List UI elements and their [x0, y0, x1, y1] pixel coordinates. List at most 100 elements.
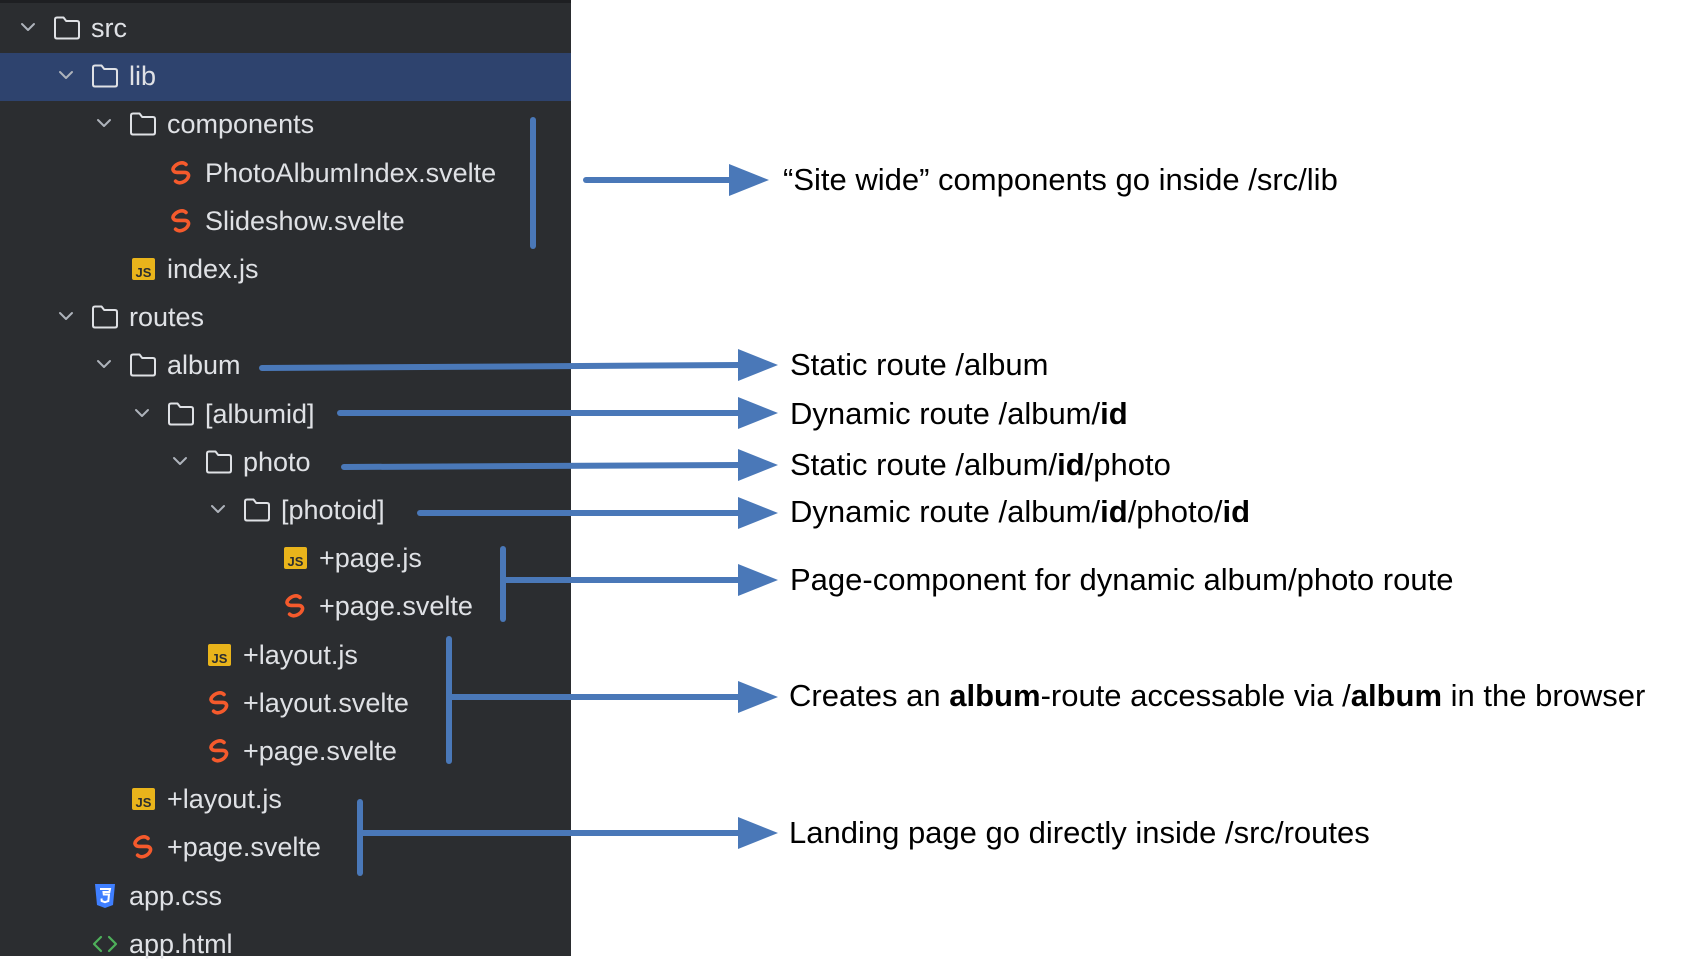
tree-row-routes[interactable]: routes: [0, 294, 571, 342]
annotation-label-6: Page-component for dynamic album/photo r…: [790, 562, 1453, 598]
tree-item-label: +layout.js: [167, 784, 282, 815]
annotation-arrow-4: [341, 449, 778, 481]
tree-row-src[interactable]: src: [0, 5, 571, 53]
annotation-text-part: -route accessable via /: [1040, 678, 1351, 713]
chevron-down-icon[interactable]: [172, 453, 188, 469]
tree-row-photoid[interactable]: [photoid]: [0, 487, 571, 535]
tree-row-layout-svelte[interactable]: +layout.svelte: [0, 680, 571, 728]
tree-item-label: photo: [243, 446, 311, 477]
tree-item-label: Slideshow.svelte: [205, 205, 405, 236]
html-file-icon: [91, 931, 119, 957]
group-bracket-2: [500, 546, 506, 622]
annotation-text-part: id: [1057, 447, 1085, 482]
annotation-arrow-7: [446, 681, 778, 713]
annotation-arrow-6: [500, 564, 778, 596]
svelte-icon: [205, 690, 233, 716]
js-file-icon: JS: [129, 786, 157, 812]
tree-item-label: index.js: [167, 254, 259, 284]
annotation-text-part: Creates an: [789, 678, 950, 713]
annotation-label-2: Static route /album: [790, 347, 1048, 383]
tree-item-label: app.css: [129, 880, 223, 911]
folder-icon: [243, 497, 271, 523]
annotation-label-4: Static route /album/id/photo: [790, 447, 1171, 483]
annotation-arrow-3: [337, 397, 778, 429]
tree-item-label: [albumid]: [205, 398, 315, 429]
annotation-text-part: /photo: [1084, 447, 1171, 482]
folder-icon: [205, 449, 233, 475]
tree-item-label: +page.svelte: [243, 736, 397, 766]
svg-text:JS: JS: [136, 795, 152, 810]
svg-text:JS: JS: [212, 651, 228, 666]
tree-row-lib[interactable]: lib: [0, 53, 571, 102]
annotation-text-part: album: [949, 678, 1041, 713]
annotation-text-part: album: [1350, 678, 1443, 713]
svelte-icon: [281, 593, 309, 619]
chevron-down-icon[interactable]: [20, 19, 36, 35]
chevron-down-icon[interactable]: [58, 67, 74, 83]
tree-item-label: album: [167, 350, 241, 381]
annotation-text-part: Static route /album/: [790, 447, 1058, 482]
chevron-down-icon[interactable]: [58, 308, 74, 324]
chevron-down-icon[interactable]: [210, 501, 226, 517]
tree-row-app-css[interactable]: app.css: [0, 873, 571, 921]
tree-item-label: PhotoAlbumIndex.svelte: [205, 157, 497, 188]
annotation-label-7: Creates an album-route accessable via /a…: [789, 678, 1645, 714]
tree-row-layout-js[interactable]: JS +layout.js: [0, 776, 571, 824]
svelte-icon: [167, 208, 195, 234]
folder-icon: [91, 304, 119, 330]
js-file-icon: JS: [129, 256, 157, 282]
svg-text:JS: JS: [288, 554, 304, 569]
tree-item-label: lib: [129, 61, 157, 92]
annotation-text-part: /photo/: [1127, 494, 1223, 529]
annotation-label-5: Dynamic route /album/id/photo/id: [790, 494, 1250, 530]
tree-row-page-svelte[interactable]: +page.svelte: [0, 728, 571, 776]
annotation-arrow-8: [357, 817, 778, 849]
annotation-text-part: Static route /album: [790, 347, 1049, 382]
tree-row-page-js[interactable]: JS +page.js: [0, 535, 571, 583]
panel-top-border: [0, 0, 571, 3]
folder-icon: [53, 15, 81, 41]
annotation-text-part: Dynamic route /album/: [790, 396, 1101, 431]
annotation-label-8: Landing page go directly inside /src/rou…: [789, 815, 1370, 851]
annotation-text-part: id: [1100, 396, 1128, 431]
annotation-arrow-5: [417, 497, 778, 529]
annotation-label-3: Dynamic route /album/id: [790, 396, 1128, 432]
tree-row-slideshow-svelte[interactable]: Slideshow.svelte: [0, 198, 571, 246]
annotation-text-part: Landing page go directly inside /src/rou…: [789, 815, 1370, 850]
tree-row-album[interactable]: album: [0, 342, 571, 390]
svelte-icon: [167, 160, 195, 186]
css-file-icon: [91, 883, 119, 909]
tree-item-label: src: [91, 13, 127, 43]
folder-icon: [167, 401, 195, 427]
annotation-arrow-1: [583, 164, 769, 196]
annotation-text-part: Dynamic route /album/: [790, 494, 1101, 529]
tree-item-label: app.html: [129, 928, 233, 959]
chevron-down-icon[interactable]: [96, 356, 112, 372]
folder-icon: [91, 63, 119, 89]
svg-text:JS: JS: [136, 265, 152, 280]
group-bracket-4: [357, 799, 363, 876]
annotation-text-part: in the browser: [1442, 678, 1646, 713]
tree-row-photoalbumindex-svelte[interactable]: PhotoAlbumIndex.svelte: [0, 150, 571, 198]
tree-row-app-html[interactable]: app.html: [0, 921, 571, 969]
tree-row-page-svelte[interactable]: +page.svelte: [0, 824, 571, 872]
tree-item-label: components: [167, 109, 315, 140]
annotation-arrow-2: [259, 349, 778, 381]
tree-row-page-svelte[interactable]: +page.svelte: [0, 583, 571, 631]
tree-row-photo[interactable]: photo: [0, 439, 571, 487]
tree-row-index-js[interactable]: JS index.js: [0, 246, 571, 294]
annotation-label-1: “Site wide” components go inside /src/li…: [783, 162, 1338, 198]
tree-row-albumid[interactable]: [albumid]: [0, 391, 571, 439]
tree-row-components[interactable]: components: [0, 101, 571, 149]
chevron-down-icon[interactable]: [96, 115, 112, 131]
tree-item-label: +layout.svelte: [243, 687, 409, 718]
tree-item-label: [photoid]: [281, 495, 385, 525]
tree-item-label: routes: [129, 302, 205, 333]
chevron-down-icon[interactable]: [134, 405, 150, 421]
tree-item-label: +page.svelte: [167, 832, 321, 863]
annotation-text-part: “Site wide” components go inside /src/li…: [783, 162, 1338, 197]
tree-item-label: +page.js: [319, 543, 422, 574]
tree-row-layout-js[interactable]: JS+layout.js: [0, 632, 571, 680]
